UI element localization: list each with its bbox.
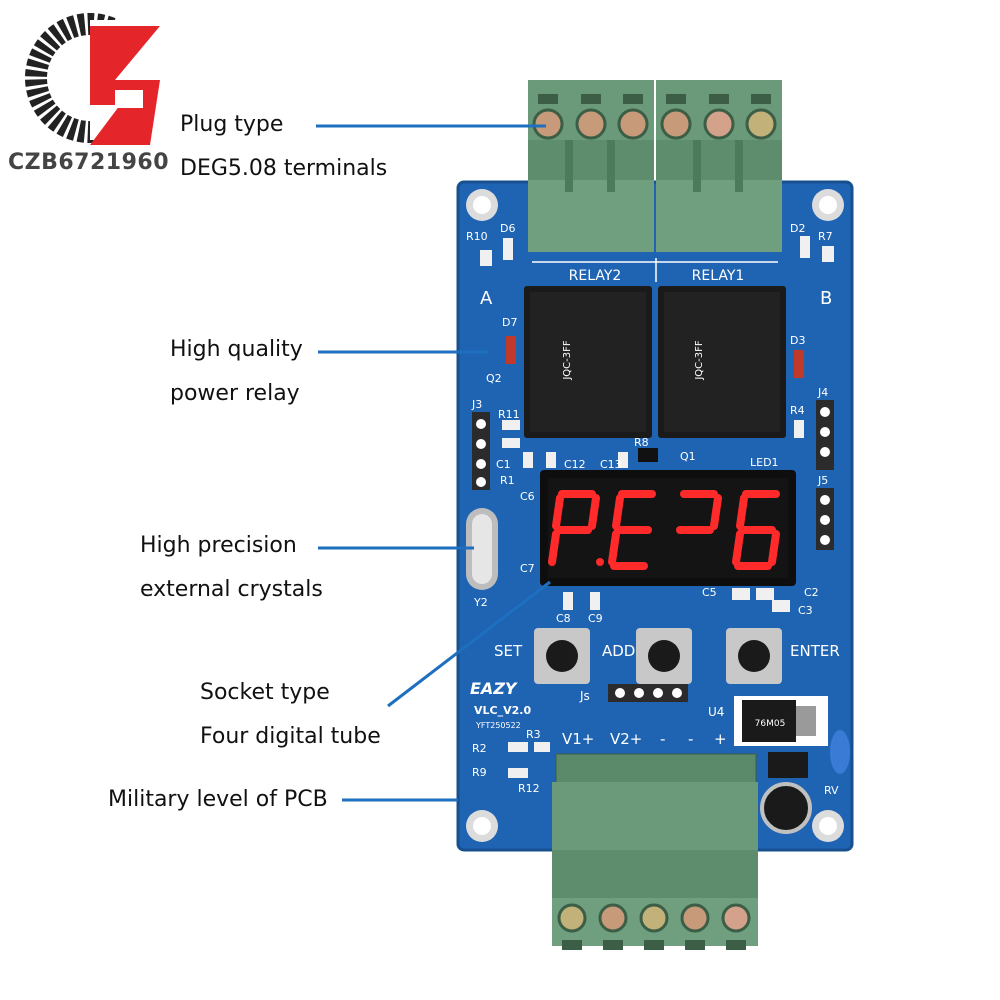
callout-crystals-line2: external crystals [140, 577, 323, 602]
designator-led1: LED1 [750, 456, 779, 469]
smd-components [480, 236, 834, 778]
designator-j4: J4 [817, 386, 828, 399]
designator-r2: R2 [472, 742, 487, 755]
designator-r10: R10 [466, 230, 488, 243]
callout-plug-type-line1: Plug type [180, 112, 284, 137]
ceramic-capacitor [830, 730, 850, 774]
callout-crystals-line1: High precision [140, 533, 297, 558]
electrolytic-capacitor [760, 782, 812, 834]
digit-1 [548, 490, 600, 566]
callout-plug-type-line2: DEG5.08 terminals [180, 156, 388, 181]
brand-logo-icon [25, 13, 170, 145]
designator-r12: R12 [518, 782, 540, 795]
designator-r8: R8 [634, 436, 649, 449]
relay-1-print: JQC-3FF [694, 340, 705, 381]
header-js-label: Js [579, 689, 590, 703]
designator-r9: R9 [472, 766, 487, 779]
designator-j5: J5 [817, 474, 828, 487]
digit-2 [608, 490, 656, 570]
designator-d7: D7 [502, 316, 517, 329]
bottom-terminal-block [552, 753, 758, 950]
callout-pcb: Military level of PCB [108, 778, 328, 822]
designator-c5: C5 [702, 586, 717, 599]
designator-r4: R4 [790, 404, 805, 417]
designator-d2: D2 [790, 222, 805, 235]
callout-lines [316, 124, 551, 802]
designator-d6: D6 [500, 222, 515, 235]
designator-c3: C3 [798, 604, 813, 617]
relay-2-print: JQC-3FF [562, 340, 573, 381]
regulator-print: 76M05 [755, 719, 786, 729]
digit-3 [676, 490, 722, 534]
designator-c7: C7 [520, 562, 535, 575]
pcb-model: VLC_V2.0 [474, 704, 531, 717]
designator-r11: R11 [498, 408, 520, 421]
component-designators: R10 D6 D2 R7 D7 D3 Q2 J3 R11 R4 J4 C1 R1… [466, 222, 839, 797]
designator-r7: R7 [818, 230, 833, 243]
header-pins [472, 400, 834, 702]
designator-d3: D3 [790, 334, 805, 347]
designator-c2: C2 [804, 586, 819, 599]
designator-c8: C8 [556, 612, 571, 625]
callout-plug-type: Plug type DEG5.08 terminals [180, 103, 387, 191]
callout-pcb-line1: Military level of PCB [108, 787, 328, 812]
brand-logo-text: CZB6721960 [8, 150, 170, 175]
power-label-v1: V1+ [562, 730, 594, 748]
four-digit-display [540, 470, 796, 586]
designator-c13: C13 [600, 458, 622, 471]
top-terminal-block-left [528, 80, 654, 252]
u4-label: U4 [708, 705, 724, 719]
designator-q2: Q2 [486, 372, 502, 385]
power-label-plus: + [714, 730, 727, 748]
callout-crystals: High precision external crystals [140, 524, 323, 612]
button-set-label: SET [494, 642, 523, 660]
callout-line-display [387, 580, 551, 708]
power-label-v2: V2+ [610, 730, 642, 748]
designator-q1: Q1 [680, 450, 696, 463]
designator-c9: C9 [588, 612, 603, 625]
button-enter [726, 628, 782, 684]
relay-2: JQC-3FF [524, 286, 652, 438]
digit-4 [732, 490, 780, 570]
pcb-date: YFT250522 [475, 721, 521, 730]
relay2-label: RELAY2 [569, 268, 622, 284]
top-terminal-block-right [656, 80, 782, 252]
power-label-minus-1: - [660, 730, 665, 748]
designator-c6: C6 [520, 490, 535, 503]
designator-c12: C12 [564, 458, 586, 471]
callout-digital-tube: Socket type Four digital tube [200, 671, 381, 759]
side-label-b: B [820, 288, 832, 309]
callout-power-relay-line1: High quality [170, 337, 303, 362]
relay1-label: RELAY1 [692, 268, 745, 284]
power-label-minus-2: - [688, 730, 693, 748]
button-enter-label: ENTER [790, 642, 840, 660]
button-set [534, 628, 590, 684]
designator-y2: Y2 [473, 596, 488, 609]
callout-power-relay: High quality power relay [170, 328, 303, 416]
button-add [636, 628, 692, 684]
designator-r1: R1 [500, 474, 515, 487]
mounting-holes [466, 189, 844, 842]
callout-digital-tube-line2: Four digital tube [200, 724, 381, 749]
designator-rv: RV [824, 784, 839, 797]
designator-r3: R3 [526, 728, 541, 741]
relay-1: JQC-3FF [658, 286, 786, 438]
callout-power-relay-line2: power relay [170, 381, 300, 406]
button-add-label: ADD [602, 642, 635, 660]
pcb-brand: EAZY [470, 679, 518, 698]
voltage-regulator: 76M05 [734, 696, 828, 746]
external-crystal [466, 508, 498, 590]
designator-c1: C1 [496, 458, 511, 471]
designator-j3: J3 [471, 398, 482, 411]
side-label-a: A [480, 288, 493, 309]
callout-digital-tube-line1: Socket type [200, 680, 330, 705]
